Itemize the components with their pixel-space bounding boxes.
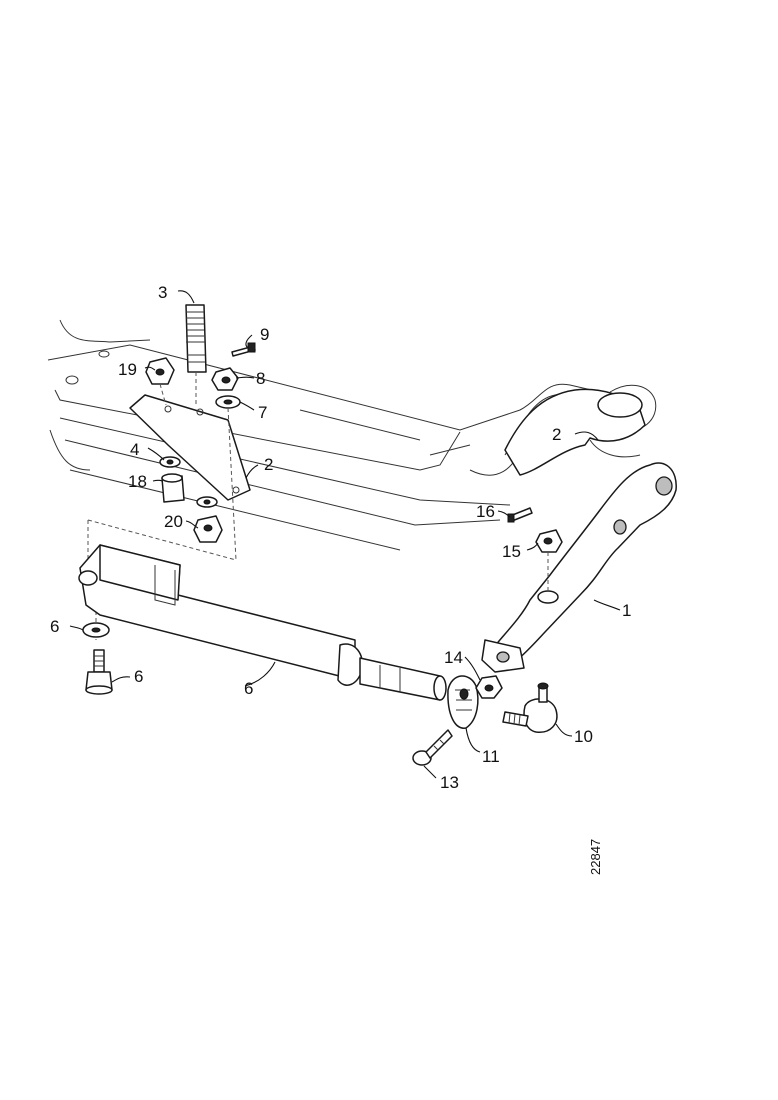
callout-17: 16 <box>476 502 495 521</box>
stud-part-4 <box>185 304 207 405</box>
callout-12: 10 <box>574 727 593 746</box>
bolt-part-14 <box>412 729 453 766</box>
ball-joint-part-12 <box>502 682 558 733</box>
callout-3: 2 <box>264 455 273 474</box>
washer-part-8 <box>82 622 110 638</box>
steering-arm-part-1 <box>481 462 677 673</box>
washer-part-6-upper <box>159 456 181 468</box>
nut-part-16 <box>535 529 563 590</box>
washer-part-6-lower <box>196 496 218 508</box>
nut-part-20 <box>193 515 223 543</box>
bolt-part-7 <box>85 649 113 695</box>
callout-4: 3 <box>158 283 167 302</box>
washer-part-9 <box>215 395 241 561</box>
callout-1: 1 <box>622 601 631 620</box>
callout-10: 8 <box>256 369 265 388</box>
leader-lines <box>69 290 621 779</box>
callout-7: 6 <box>134 667 143 686</box>
callout-labels: 3 9 19 8 7 2 4 18 20 1 2 16 15 1 6 6 6 1… <box>50 283 631 792</box>
spacer-part-18 <box>161 473 185 503</box>
steering-cylinder-part-6 <box>78 544 447 701</box>
callout-2-visible: 2 <box>552 425 561 444</box>
nut-part-10 <box>211 367 239 391</box>
frame-bracket-part-2 <box>504 388 646 476</box>
bolt-part-17 <box>507 507 533 523</box>
callout-8: 6 <box>50 617 59 636</box>
drawing-reference-number: 22847 <box>588 839 603 875</box>
callout-6-cylinder: 6 <box>244 679 253 698</box>
callout-11: 9 <box>260 325 269 344</box>
callout-13: 11 <box>482 747 500 766</box>
bolt-part-11 <box>231 342 256 357</box>
callout-16: 15 <box>502 542 521 561</box>
nut-part-19 <box>145 357 175 406</box>
callout-19: 19 <box>118 360 137 379</box>
nut-part-15 <box>475 675 503 699</box>
callout-20: 20 <box>164 512 183 531</box>
callout-9: 7 <box>258 403 267 422</box>
mounting-bracket-part-3 <box>129 394 251 501</box>
callout-14: 13 <box>440 773 459 792</box>
callout-18: 18 <box>128 472 147 491</box>
clamp-part-13 <box>447 675 479 729</box>
callout-6-upper: 4 <box>130 440 139 459</box>
callout-15: 14 <box>444 648 463 667</box>
